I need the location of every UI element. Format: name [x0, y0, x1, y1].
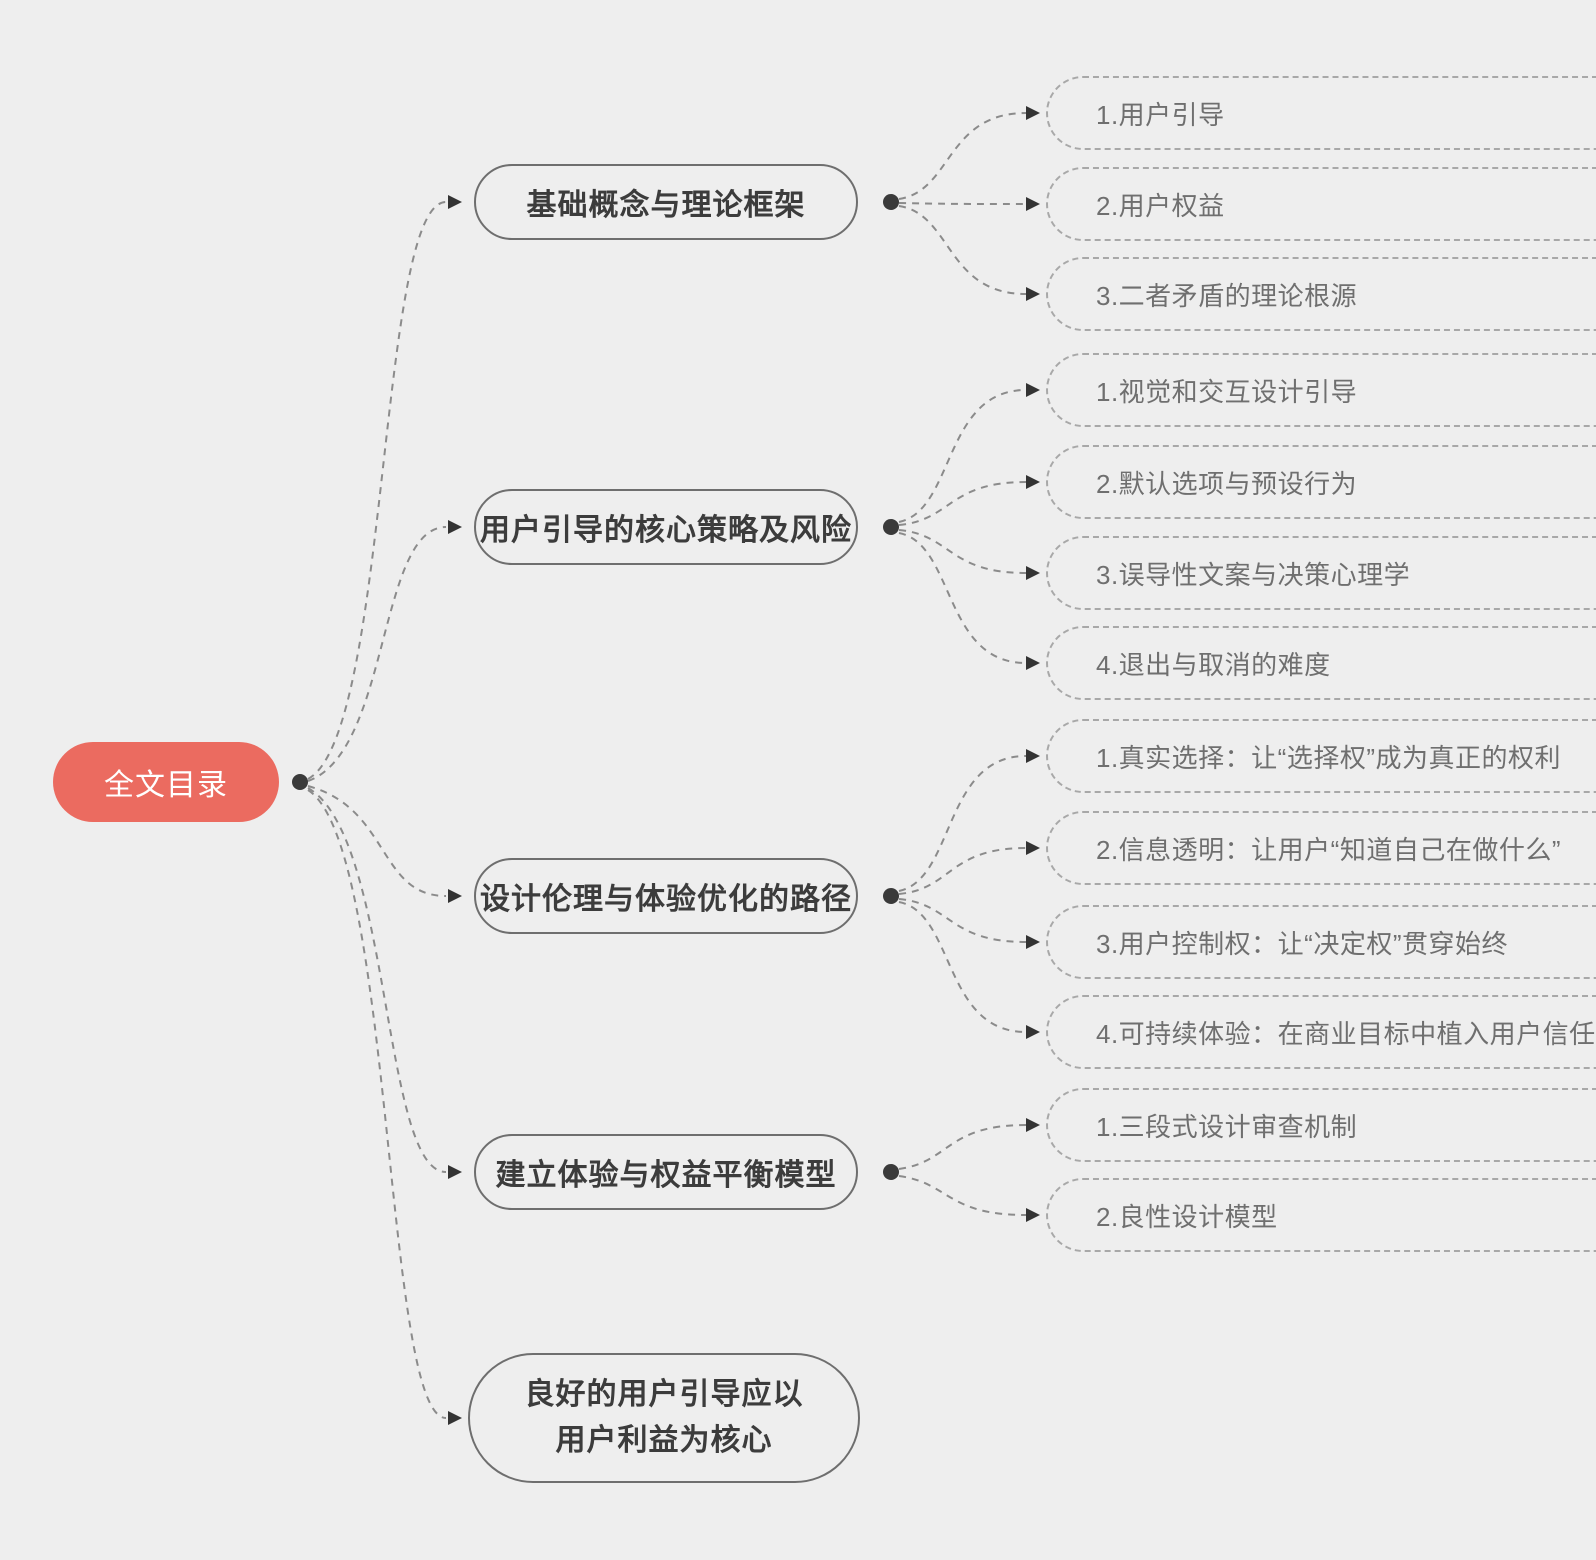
- arrowhead-icon: [1026, 475, 1040, 489]
- leaf-node-2-3[interactable]: 3.误导性文案与决策心理学: [1046, 536, 1596, 610]
- connector-root-branch-3: [307, 785, 447, 897]
- connector-root-branch-1: [307, 201, 447, 780]
- connector-branch2-leaf-1: [898, 389, 1027, 523]
- leaf-node-2-2[interactable]: 2.默认选项与预设行为: [1046, 445, 1596, 519]
- arrowhead-icon: [1026, 656, 1040, 670]
- arrowhead-icon: [1026, 106, 1040, 120]
- connector-branch4-leaf-2: [898, 1175, 1027, 1216]
- collapse-toggle-dot[interactable]: [883, 194, 899, 210]
- connector-root-branch-4: [307, 787, 447, 1173]
- leaf-node-1-1[interactable]: 1.用户引导: [1046, 76, 1596, 150]
- arrowhead-icon: [1026, 383, 1040, 397]
- arrowhead-icon: [448, 520, 462, 534]
- arrowhead-icon: [448, 195, 462, 209]
- leaf-node-4-2[interactable]: 2.良性设计模型: [1046, 1178, 1596, 1252]
- arrowhead-icon: [1026, 935, 1040, 949]
- branch-node-2[interactable]: 用户引导的核心策略及风险: [474, 489, 858, 565]
- leaf-node-4-1[interactable]: 1.三段式设计审查机制: [1046, 1088, 1596, 1162]
- arrowhead-icon: [448, 1411, 462, 1425]
- connector-root-branch-5: [307, 789, 447, 1419]
- connector-branch1-leaf-3: [898, 205, 1027, 295]
- root-node[interactable]: 全文目录: [53, 742, 279, 822]
- connector-branch3-leaf-1: [898, 755, 1027, 892]
- arrowhead-icon: [1026, 197, 1040, 211]
- connector-branch3-leaf-2: [898, 847, 1027, 895]
- collapse-toggle-dot[interactable]: [883, 519, 899, 535]
- leaf-node-3-1[interactable]: 1.真实选择：让“选择权”成为真正的权利: [1046, 719, 1596, 793]
- arrowhead-icon: [1026, 566, 1040, 580]
- arrowhead-icon: [448, 889, 462, 903]
- connector-branch2-leaf-2: [898, 481, 1027, 526]
- collapse-toggle-dot[interactable]: [292, 774, 308, 790]
- connector-branch3-leaf-3: [898, 898, 1027, 943]
- connector-branch4-leaf-1: [898, 1124, 1027, 1170]
- branch-node-5[interactable]: 良好的用户引导应以 用户利益为核心: [468, 1353, 860, 1483]
- connector-branch2-leaf-3: [898, 529, 1027, 574]
- leaf-node-3-4[interactable]: 4.可持续体验：在商业目标中植入用户信任机制: [1046, 995, 1596, 1069]
- collapse-toggle-dot[interactable]: [883, 1164, 899, 1180]
- arrowhead-icon: [1026, 1208, 1040, 1222]
- arrowhead-icon: [1026, 1025, 1040, 1039]
- arrowhead-icon: [1026, 287, 1040, 301]
- branch-node-3[interactable]: 设计伦理与体验优化的路径: [474, 858, 858, 934]
- leaf-node-2-1[interactable]: 1.视觉和交互设计引导: [1046, 353, 1596, 427]
- arrowhead-icon: [1026, 749, 1040, 763]
- branch-node-1[interactable]: 基础概念与理论框架: [474, 164, 858, 240]
- leaf-node-3-3[interactable]: 3.用户控制权：让“决定权”贯穿始终: [1046, 905, 1596, 979]
- arrowhead-icon: [1026, 1118, 1040, 1132]
- connector-branch1-leaf-1: [898, 112, 1027, 200]
- connector-branch1-leaf-2: [898, 202, 1027, 205]
- connector-branch3-leaf-4: [898, 901, 1027, 1033]
- arrowhead-icon: [448, 1165, 462, 1179]
- leaf-node-2-4[interactable]: 4.退出与取消的难度: [1046, 626, 1596, 700]
- leaf-node-3-2[interactable]: 2.信息透明：让用户“知道自己在做什么”: [1046, 811, 1596, 885]
- leaf-node-1-3[interactable]: 3.二者矛盾的理论根源: [1046, 257, 1596, 331]
- connector-root-branch-2: [307, 526, 447, 782]
- branch-node-4[interactable]: 建立体验与权益平衡模型: [474, 1134, 858, 1210]
- leaf-node-1-2[interactable]: 2.用户权益: [1046, 167, 1596, 241]
- arrowhead-icon: [1026, 841, 1040, 855]
- collapse-toggle-dot[interactable]: [883, 888, 899, 904]
- connector-branch2-leaf-4: [898, 532, 1027, 664]
